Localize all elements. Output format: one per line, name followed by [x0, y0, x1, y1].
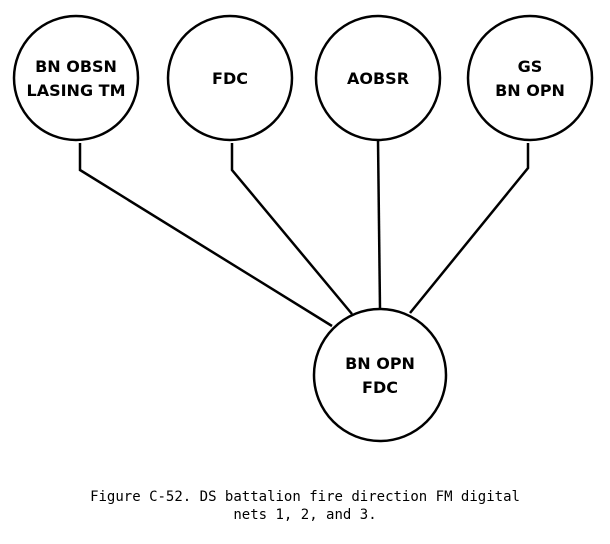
edge-fdc-to-bn-opn-fdc [230, 143, 353, 315]
node-circle-bn-obsn-lasing-tm [12, 14, 140, 142]
node-aobsr: AOBSR [314, 14, 442, 142]
node-label-bn-opn-fdc-1: BN OPN [345, 354, 415, 373]
node-circle-aobsr [314, 14, 442, 142]
edge-aobsr-to-bn-opn-fdc [376, 139, 382, 310]
node-label-aobsr-1: AOBSR [347, 69, 409, 88]
network-diagram: BN OBSN LASING TM FDC AOBSR GS BN OPN BN OPN FD… [12, 14, 594, 443]
node-circle-gs-bn-opn [466, 14, 594, 142]
figure-caption: Figure C-52. DS battalion fire direction… [0, 488, 610, 524]
node-label-gs-bn-opn-2: BN OPN [495, 81, 565, 100]
node-label-gs-bn-opn-1: GS [518, 57, 543, 76]
node-label-bn-obsn-lasing-tm-1: BN OBSN [35, 57, 117, 76]
node-circle-bn-opn-fdc [312, 307, 448, 443]
caption-line-2: nets 1, 2, and 3. [233, 507, 377, 523]
node-gs-bn-opn: GS BN OPN [466, 14, 594, 142]
node-bn-opn-fdc: BN OPN FDC [312, 307, 448, 443]
node-label-fdc-1: FDC [212, 69, 248, 88]
edge-bn-obsn-lasing-tm-to-bn-opn-fdc [78, 143, 333, 328]
node-bn-obsn-lasing-tm: BN OBSN LASING TM [12, 14, 140, 142]
node-label-bn-obsn-lasing-tm-2: LASING TM [27, 81, 126, 100]
node-fdc: FDC [166, 14, 294, 142]
node-circle-fdc [166, 14, 294, 142]
edge-gs-bn-opn-to-bn-opn-fdc [409, 143, 530, 314]
node-group: BN OBSN LASING TM FDC AOBSR GS BN OPN BN OPN FD… [12, 14, 594, 443]
node-label-bn-opn-fdc-2: FDC [362, 378, 398, 397]
edge-group [78, 139, 530, 328]
caption-line-1: Figure C-52. DS battalion fire direction… [90, 489, 520, 505]
